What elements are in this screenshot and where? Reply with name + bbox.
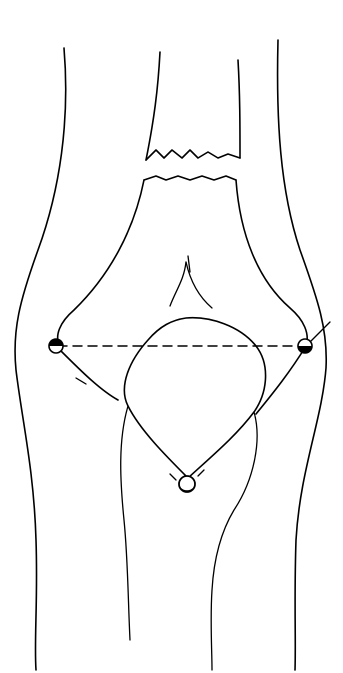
ulna-cross-stroke (170, 474, 176, 480)
olecranon-tip-marker (179, 476, 195, 492)
fracture-line-upper (146, 150, 240, 160)
distal-humerus-left (58, 180, 144, 346)
distal-humerus-right (236, 180, 307, 346)
fracture-line-lower (144, 176, 236, 180)
skin-crease-tick (76, 378, 86, 384)
ulna-left (121, 406, 130, 640)
humerus-shaft-left (146, 52, 160, 160)
humerus-shaft-right (238, 60, 240, 158)
medial-epicondyle-marker (49, 339, 63, 353)
arm-outline-left (15, 48, 66, 670)
olecranon-fossa (170, 262, 186, 306)
lateral-condyle-curve (256, 346, 306, 414)
ulna-cross-stroke-2 (198, 470, 204, 476)
lateral-epicondyle-marker (298, 339, 312, 353)
olecranon-outline (124, 318, 265, 478)
arm-outline-right (278, 40, 327, 670)
medial-condyle-curve (60, 350, 118, 400)
